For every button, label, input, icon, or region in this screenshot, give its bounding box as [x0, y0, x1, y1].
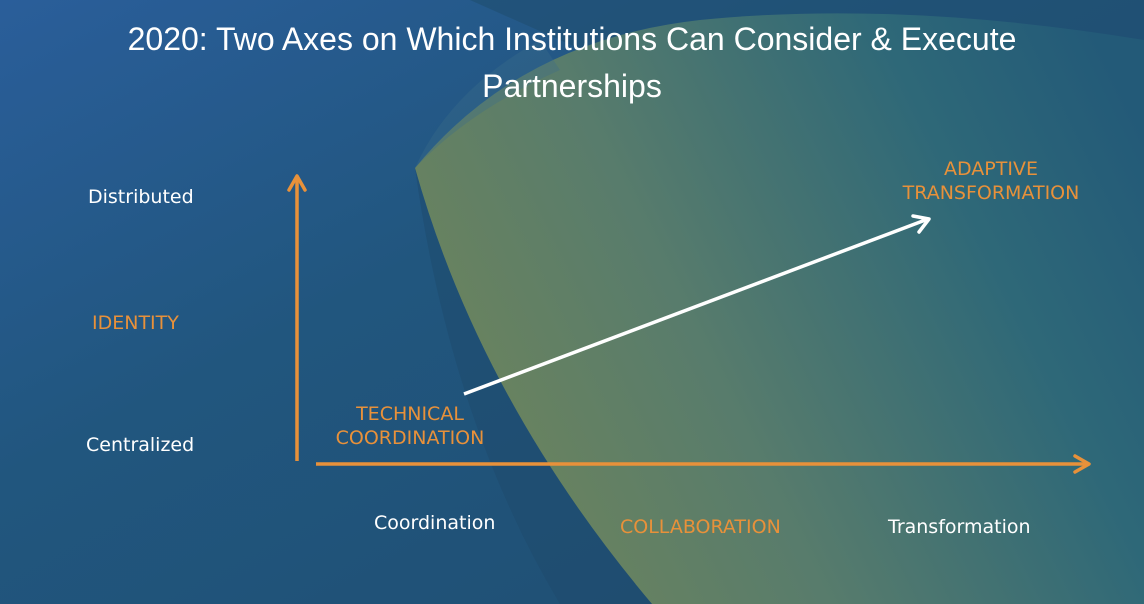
- axis-label-distributed: Distributed: [88, 186, 194, 208]
- point-start-line-2: COORDINATION: [335, 427, 485, 449]
- slide-title: 2020: Two Axes on Which Institutions Can…: [0, 16, 1144, 110]
- axis-label-transformation: Transformation: [888, 516, 1031, 538]
- point-end-line-1: ADAPTIVE: [944, 158, 1038, 180]
- point-adaptive-transformation: ADAPTIVE TRANSFORMATION: [884, 157, 1098, 205]
- point-start-line-1: TECHNICAL: [356, 403, 464, 425]
- axis-label-centralized: Centralized: [86, 434, 195, 456]
- arrow-up-icon: [287, 174, 307, 461]
- title-line-2: Partnerships: [482, 68, 662, 104]
- arrow-diagonal-icon: [463, 214, 931, 396]
- axis-label-coordination: Coordination: [374, 512, 496, 534]
- axis-label-collaboration: COLLABORATION: [620, 516, 781, 538]
- axis-title-identity: IDENTITY: [92, 312, 179, 334]
- point-technical-coordination: TECHNICAL COORDINATION: [316, 402, 504, 450]
- arrow-right-icon: [316, 454, 1091, 474]
- title-line-1: 2020: Two Axes on Which Institutions Can…: [127, 21, 1017, 57]
- point-end-line-2: TRANSFORMATION: [902, 182, 1080, 204]
